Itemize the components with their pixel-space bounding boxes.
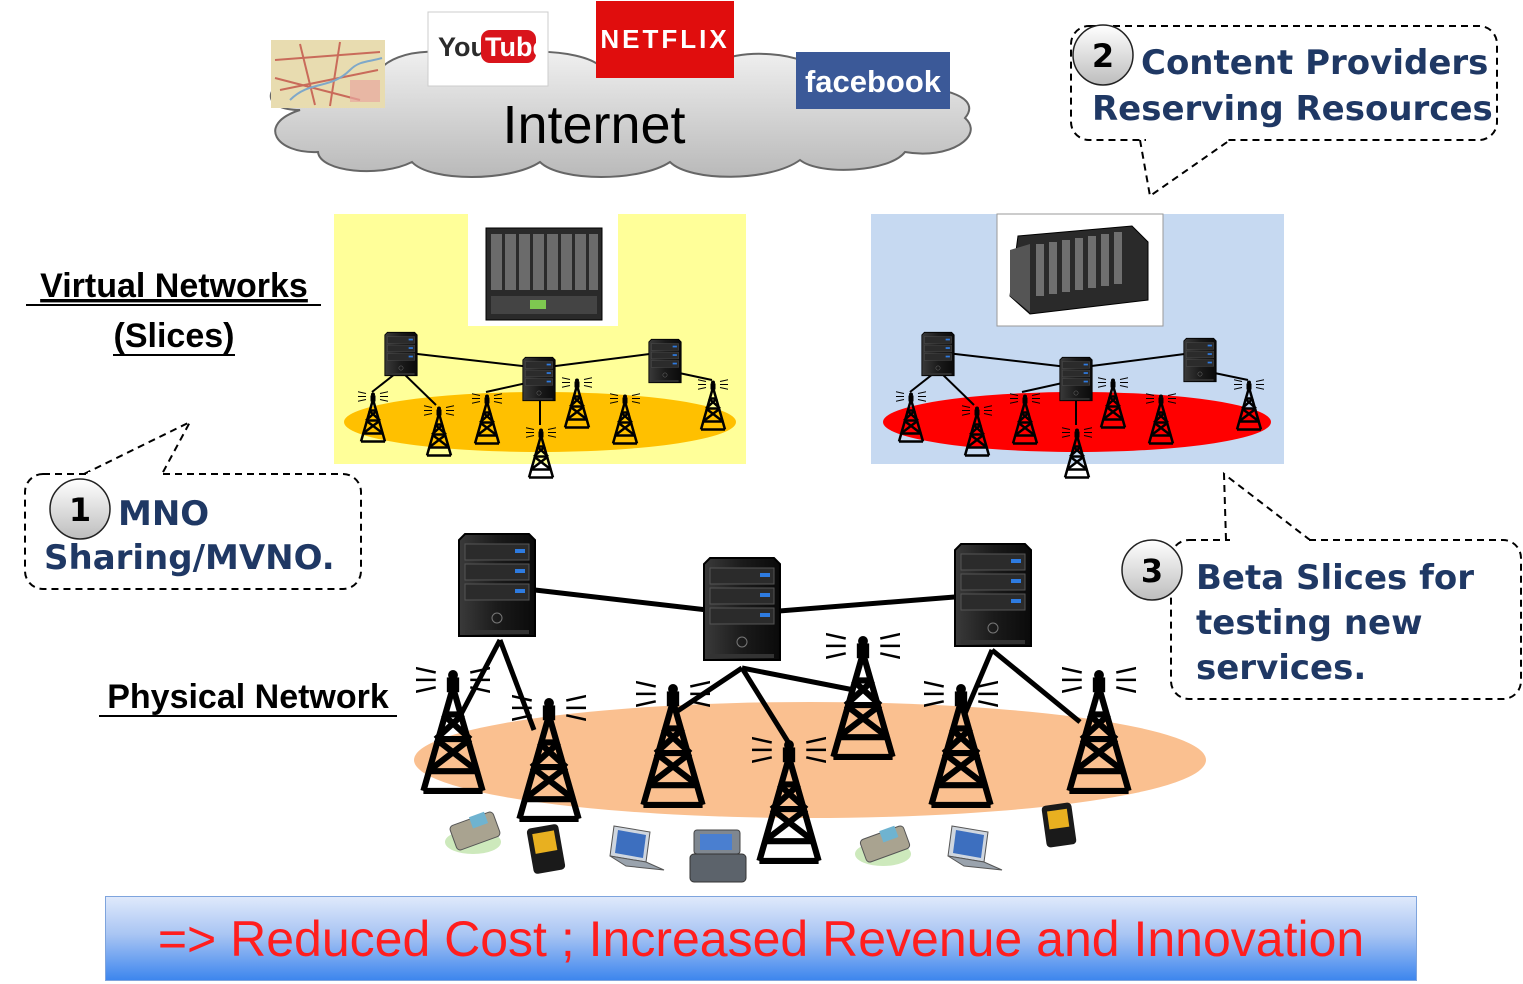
- virtual-slice-blue: [871, 213, 1284, 479]
- smartphone-icon: [1041, 802, 1077, 848]
- server-icon: [457, 532, 537, 638]
- slices-label: (Slices): [114, 317, 235, 355]
- physical-network-label: Physical Network: [107, 678, 389, 716]
- callout-2-line2: Reserving Resources: [1092, 89, 1493, 129]
- server-icon: [921, 331, 955, 377]
- netflix-logo: NETFLIX: [596, 1, 734, 78]
- physical-network: [414, 532, 1206, 861]
- slice-links: [371, 351, 713, 425]
- map-icon: [271, 40, 385, 108]
- rack-server-icon: [1009, 225, 1149, 315]
- callout-3-line2: testing new: [1196, 603, 1423, 643]
- svg-text:3: 3: [1141, 552, 1163, 590]
- feature-phone-icon: [855, 825, 911, 866]
- feature-phone-icon: [445, 811, 501, 854]
- summary-banner: => Reduced Cost ; Increased Revenue and …: [105, 896, 1417, 981]
- blade-server-icon: [485, 227, 603, 321]
- server-icon: [522, 356, 556, 402]
- callout-3-line3: services.: [1196, 648, 1366, 688]
- callout-1-line2: Sharing/MVNO.: [44, 538, 335, 578]
- facebook-logo: facebook: [796, 52, 950, 109]
- callout-3-line1: Beta Slices for: [1196, 558, 1474, 598]
- user-devices: [445, 802, 1077, 883]
- callout-3: 3 Beta Slices for testing new services.: [1121, 471, 1522, 700]
- step-number-badge: [1072, 24, 1134, 86]
- callout-1: 1 MNO Sharing/MVNO.: [24, 419, 362, 590]
- laptop-icon: [609, 825, 665, 871]
- svg-text:1: 1: [69, 491, 91, 529]
- svg-text:Tube: Tube: [485, 32, 548, 62]
- step-number-badge: [1121, 539, 1183, 601]
- laptop-icon: [947, 825, 1003, 871]
- server-icon: [702, 556, 782, 662]
- server-icon: [1183, 337, 1217, 383]
- server-icon: [1059, 356, 1093, 402]
- virtual-networks-label: Virtual Networks: [40, 267, 308, 305]
- svg-text:facebook: facebook: [805, 64, 942, 99]
- svg-text:You: You: [438, 32, 487, 62]
- callout-2-line1: Content Providers: [1141, 43, 1488, 83]
- summary-text: => Reduced Cost ; Increased Revenue and …: [157, 910, 1365, 967]
- svg-text:2: 2: [1092, 37, 1114, 75]
- step-number-badge: [49, 478, 111, 540]
- server-icon: [648, 338, 682, 384]
- virtual-slice-yellow: [334, 214, 746, 479]
- server-icon: [953, 542, 1033, 648]
- server-icon: [384, 331, 418, 377]
- internet-label: Internet: [502, 95, 685, 155]
- smartphone-icon: [526, 824, 566, 874]
- svg-text:NETFLIX: NETFLIX: [600, 24, 729, 54]
- youtube-logo: You Tube: [427, 11, 549, 87]
- callout-2: 2 Content Providers Reserving Resources: [1070, 24, 1498, 198]
- callout-1-line1: MNO: [118, 494, 209, 534]
- pda-keyboard-icon: [689, 829, 747, 883]
